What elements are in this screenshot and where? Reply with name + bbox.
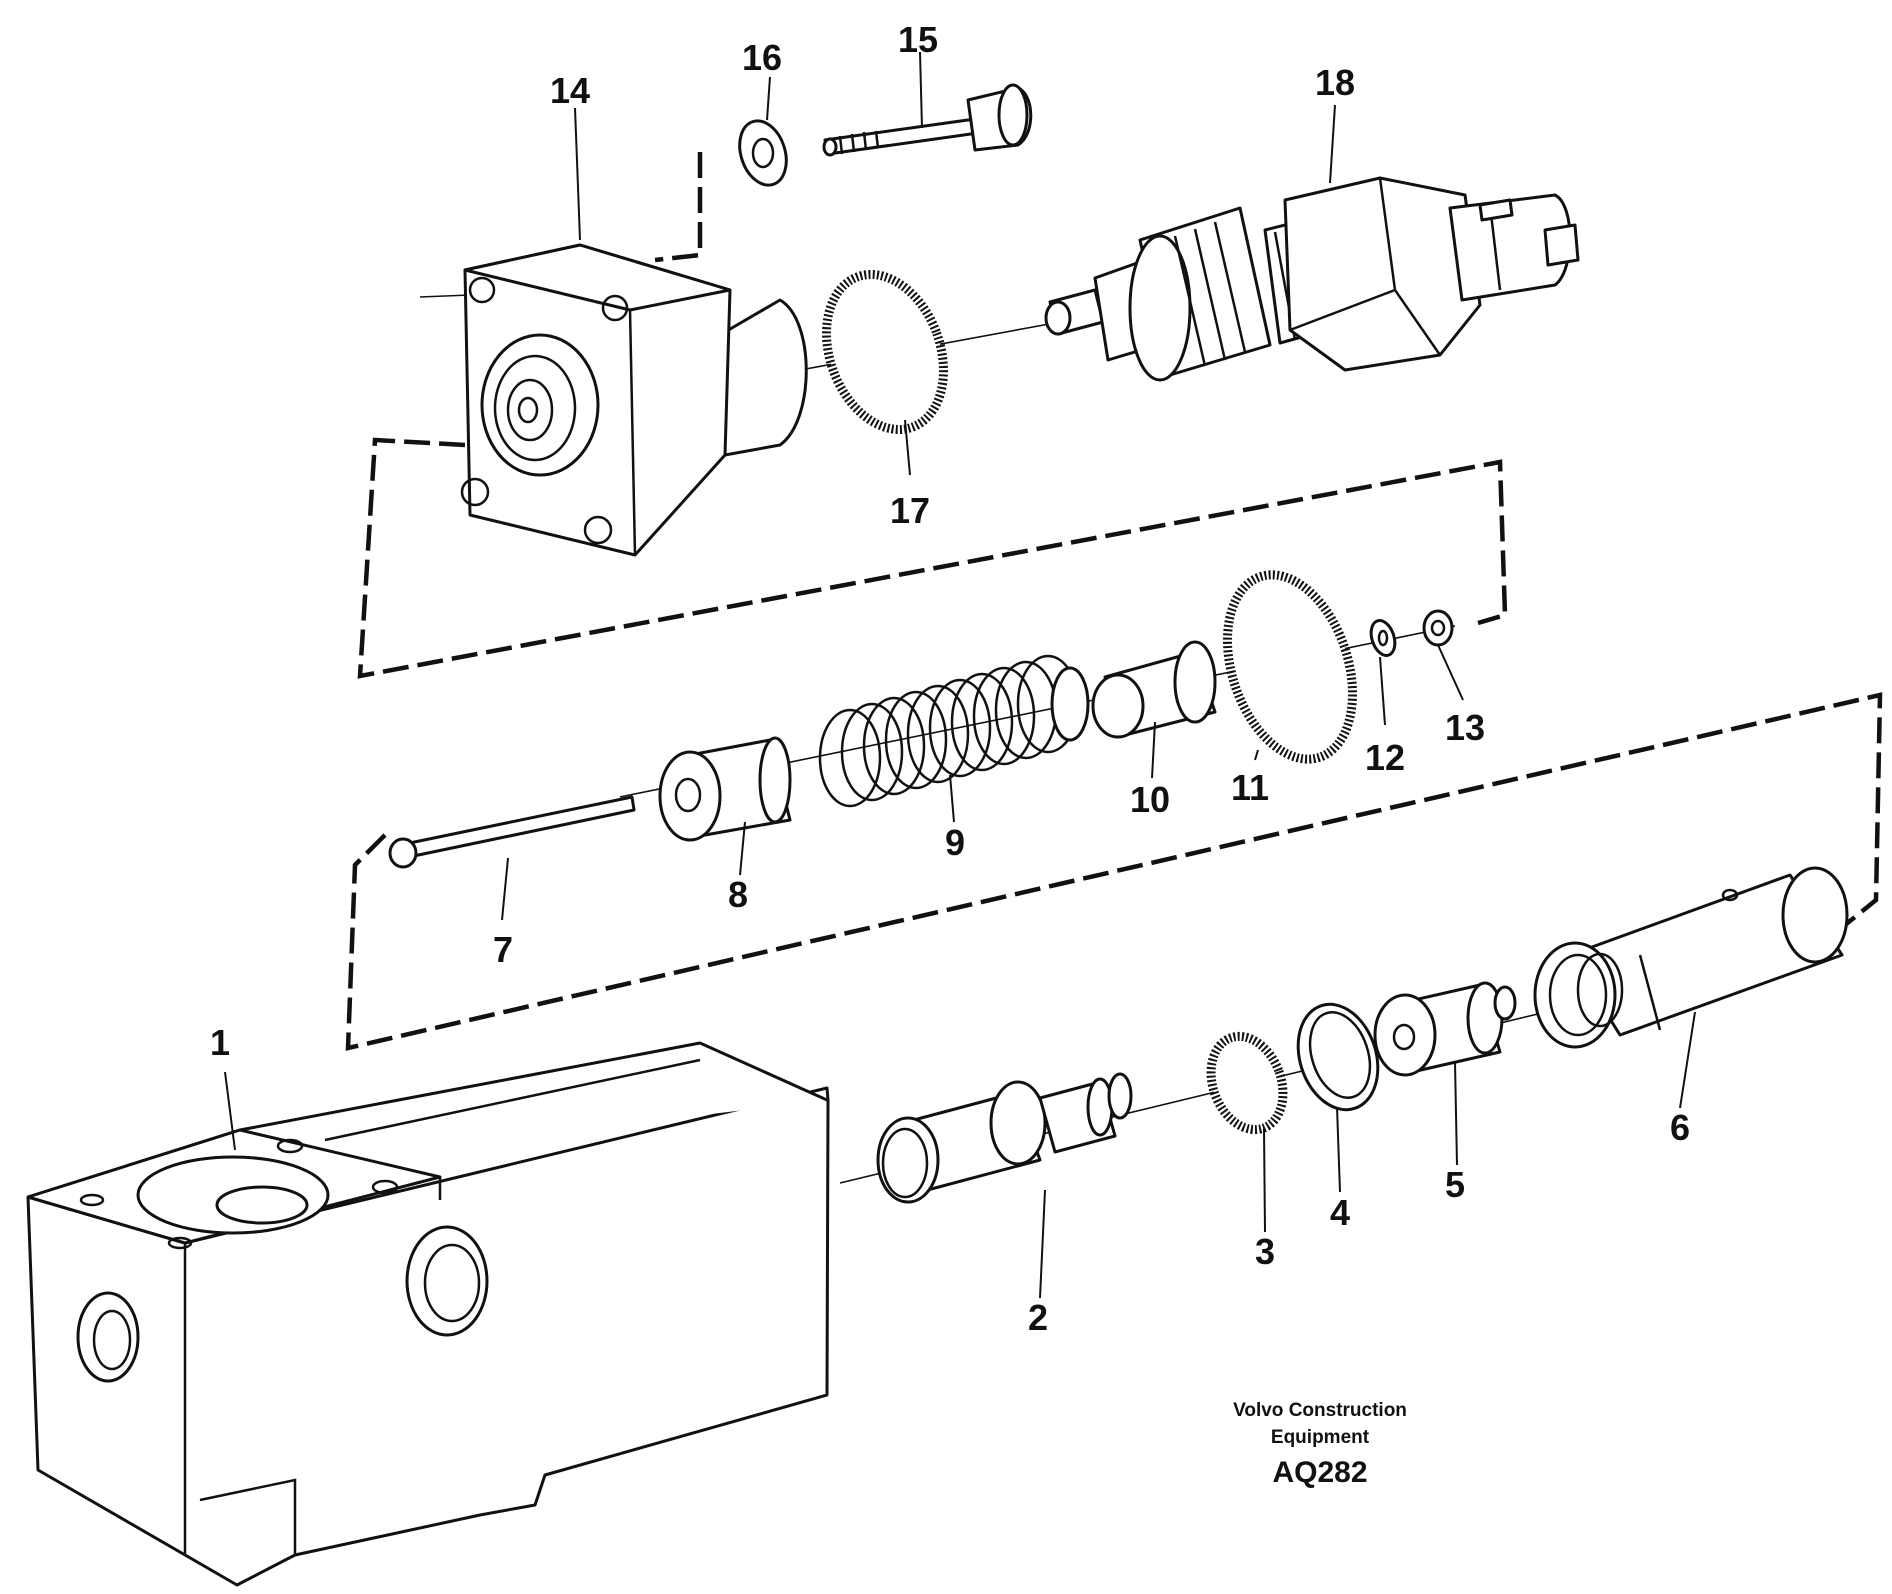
label-part-4: 4	[1330, 1192, 1350, 1233]
part-12-small-washer	[1369, 619, 1397, 657]
label-part-8: 8	[728, 874, 748, 915]
part-18-pressure-switch	[1044, 176, 1580, 382]
part-4-ring	[1296, 1002, 1380, 1112]
part-5-sleeve	[1373, 981, 1517, 1077]
label-part-11: 11	[1231, 767, 1269, 808]
credit-line-1: Volvo Construction	[1233, 1400, 1407, 1421]
label-part-17: 17	[890, 490, 930, 531]
label-part-15: 15	[898, 19, 938, 60]
drawing-code: AQ282	[1272, 1456, 1367, 1489]
label-part-7: 7	[493, 929, 513, 970]
label-part-1: 1	[210, 1022, 230, 1063]
part-16-washer	[738, 119, 788, 187]
part-10-plunger	[1091, 640, 1217, 739]
label-part-2: 2	[1028, 1297, 1048, 1338]
label-part-5: 5	[1445, 1164, 1465, 1205]
part-6-cylinder	[1533, 866, 1849, 1049]
part-3-seal-ring	[1206, 1031, 1288, 1135]
label-part-10: 10	[1130, 779, 1170, 820]
credit-line-2: Equipment	[1271, 1427, 1370, 1448]
leader-lines	[224, 51, 1696, 1299]
part-15-screw	[822, 83, 1033, 157]
part-11-seal-ring	[1223, 570, 1357, 764]
part-9-spring	[818, 654, 1090, 808]
assembly-dashed-lines	[345, 152, 1883, 1051]
part-2-piston	[876, 1072, 1133, 1204]
label-part-3: 3	[1255, 1231, 1275, 1272]
part-8-bushing	[658, 736, 792, 842]
label-part-13: 13	[1445, 707, 1485, 748]
part-17-seal-ring	[822, 270, 948, 434]
label-part-16: 16	[742, 37, 782, 78]
label-part-14: 14	[550, 70, 590, 111]
label-part-6: 6	[1670, 1107, 1690, 1148]
label-part-18: 18	[1315, 62, 1355, 103]
part-labels: 1 2 3 4 5 6 7 8 9 10 11 12 13 14 15 16 1…	[210, 19, 1690, 1338]
part-7-pin	[388, 795, 636, 869]
part-14-flange-block	[460, 243, 808, 557]
part-13-small-washer	[1422, 609, 1454, 647]
part-1-valve-housing	[26, 1041, 830, 1587]
drawing-credit: Volvo Construction Equipment AQ282	[1233, 1400, 1407, 1489]
label-part-12: 12	[1365, 737, 1405, 778]
label-part-9: 9	[945, 822, 965, 863]
